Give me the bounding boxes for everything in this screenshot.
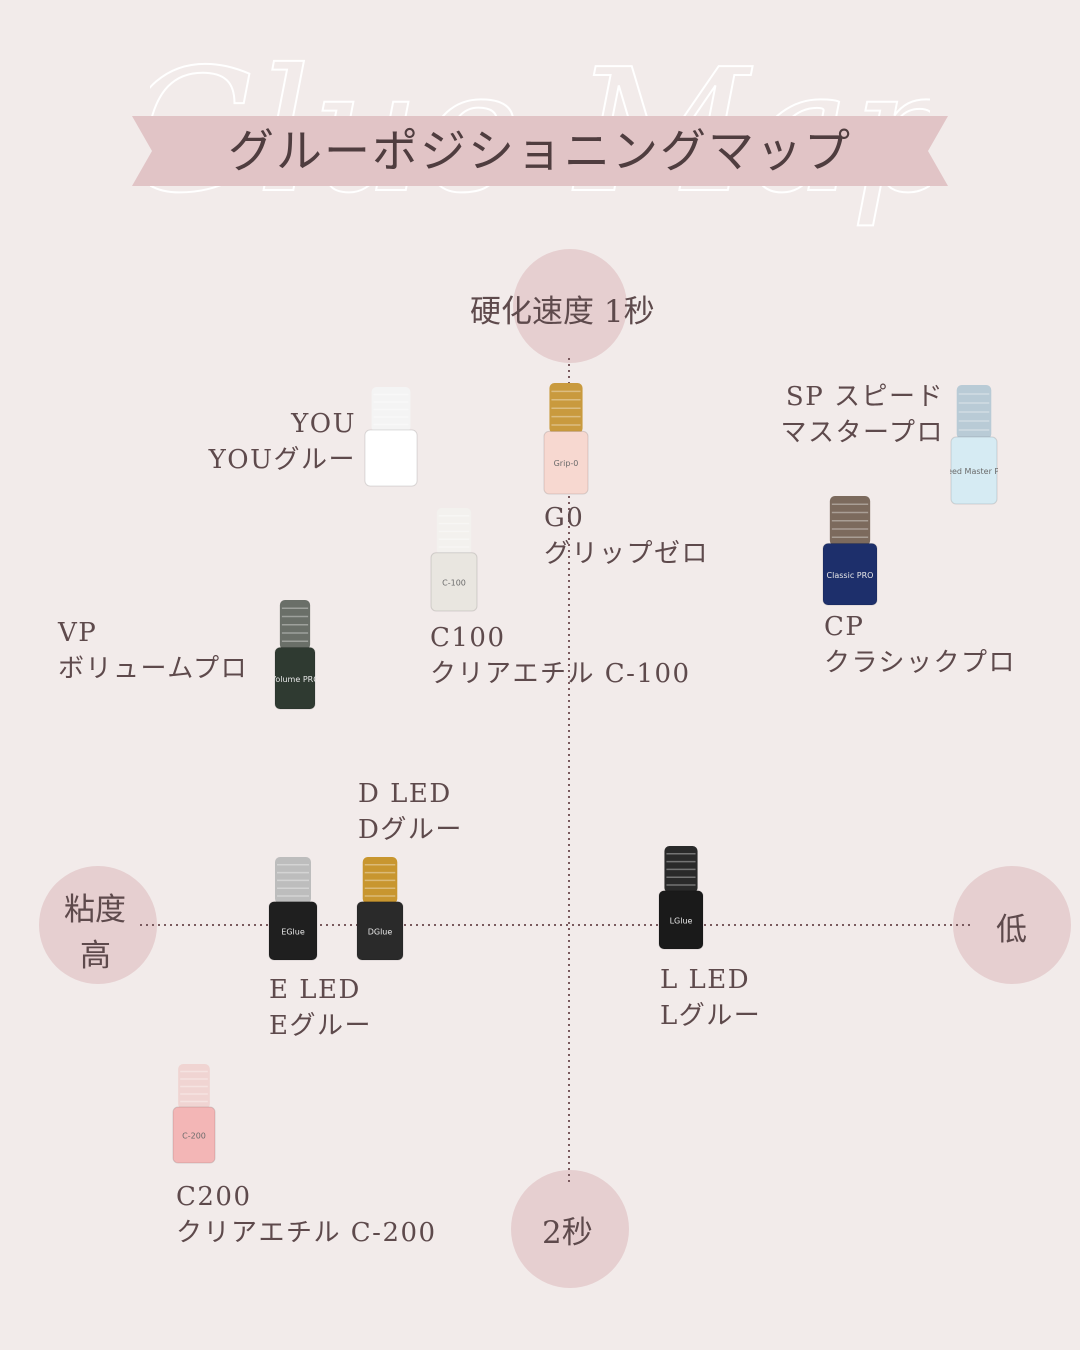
bottle-cap: [178, 1064, 210, 1109]
bottle-body: [268, 901, 318, 961]
label-you: YOU YOUグルー: [200, 406, 356, 478]
label-you-name: YOUグルー: [208, 445, 356, 475]
bottle-label-text: Speed Master PRO: [950, 467, 998, 476]
bottle-sp: Speed Master PRO: [950, 385, 998, 505]
axis-label-right: 低: [996, 912, 1027, 948]
label-c100-name: クリアエチル C-100: [430, 659, 691, 689]
axis-left-circle: [39, 866, 157, 984]
label-eled: E LED Eグルー: [269, 972, 372, 1044]
bottle-body: [430, 552, 478, 612]
label-lled: L LED Lグルー: [660, 962, 761, 1034]
bottle-c200: C-200: [172, 1064, 216, 1164]
bottle-label-text: C-200: [182, 1132, 206, 1141]
bottle-label-text: DGlue: [368, 927, 393, 936]
label-dled-name: Dグルー: [358, 815, 463, 845]
bottle-cap: [956, 385, 992, 439]
bottle-dled: DGlue: [356, 857, 404, 961]
label-c200-name: クリアエチル C-200: [176, 1218, 437, 1248]
bottle-eled: EGlue: [268, 857, 318, 961]
label-dled-code: D LED: [358, 779, 452, 809]
label-c100: C100 クリアエチル C-100: [430, 620, 691, 692]
bottle-cap: [279, 600, 311, 650]
bottle-c100: C-100: [430, 508, 478, 612]
bottle-label-text: EGlue: [281, 927, 305, 936]
bottle-vp: Volume PRO: [274, 600, 316, 710]
label-vp-code: VP: [58, 618, 98, 648]
label-cp-code: CP: [824, 612, 865, 642]
label-lled-name: Lグルー: [660, 1001, 762, 1031]
bottle-body: [364, 429, 418, 487]
label-eled-name: Eグルー: [269, 1011, 372, 1041]
label-g0-name: グリップゼロ: [544, 539, 710, 569]
label-lled-code: L LED: [660, 965, 751, 995]
bottle-label-text: Grip-0: [554, 459, 579, 468]
bottle-g0: Grip-0: [543, 383, 589, 495]
bottle-cap: [436, 508, 472, 555]
label-eled-code: E LED: [269, 975, 361, 1005]
label-you-code: YOU: [291, 409, 356, 439]
label-sp-code: SP スピード: [785, 382, 944, 412]
axis-label-bottom: 2秒: [542, 1215, 593, 1251]
bottle-cap: [664, 846, 698, 893]
bottle-body: [950, 436, 998, 505]
axis-bottom-circle: [511, 1170, 629, 1288]
bottle-body: [274, 647, 316, 710]
axis-top-circle: [513, 249, 627, 363]
bottle-you: [364, 387, 418, 487]
label-sp-name: マスタープロ: [780, 418, 944, 448]
label-c200-code: C200: [176, 1182, 252, 1212]
label-dled: D LED Dグルー: [358, 776, 463, 848]
axis-label-left-1: 粘度: [64, 892, 126, 928]
bottle-body: [822, 543, 878, 606]
page-title: グルーポジショニングマップ: [228, 124, 852, 178]
bottle-body: [543, 430, 589, 495]
bottle-body: [356, 901, 404, 961]
label-vp: VP ボリュームプロ: [58, 615, 248, 687]
bottle-label-text: C-100: [442, 578, 466, 587]
axis-label-left-2: 高: [80, 938, 111, 974]
bottle-cp: Classic PRO: [822, 496, 878, 606]
label-g0: G0 グリップゼロ: [544, 500, 709, 572]
label-c100-code: C100: [430, 623, 506, 653]
title-banner: グルーポジショニングマップ: [132, 116, 948, 186]
axis-label-top: 硬化速度 1秒: [470, 294, 655, 330]
bottle-cap: [371, 387, 411, 432]
bottle-body: [172, 1106, 216, 1164]
bottle-body: [658, 890, 704, 950]
bottle-label-text: Classic PRO: [827, 571, 874, 580]
bottle-label-text: Volume PRO: [274, 675, 316, 684]
bottle-lled: LGlue: [658, 846, 704, 950]
bottle-cap: [829, 496, 871, 546]
label-vp-name: ボリュームプロ: [58, 654, 249, 684]
label-g0-code: G0: [544, 503, 585, 533]
label-cp-name: クラシックプロ: [824, 648, 1016, 678]
axis-right-circle: [953, 866, 1071, 984]
label-sp: SP スピード マスタープロ: [760, 379, 944, 451]
bottle-cap: [362, 857, 398, 904]
ribbon-shape: [132, 116, 948, 186]
label-cp: CP クラシックプロ: [824, 609, 1016, 681]
bottle-cap: [275, 857, 311, 904]
bottle-cap: [549, 383, 583, 434]
bottle-label-text: LGlue: [670, 916, 693, 925]
label-c200: C200 クリアエチル C-200: [176, 1179, 437, 1251]
